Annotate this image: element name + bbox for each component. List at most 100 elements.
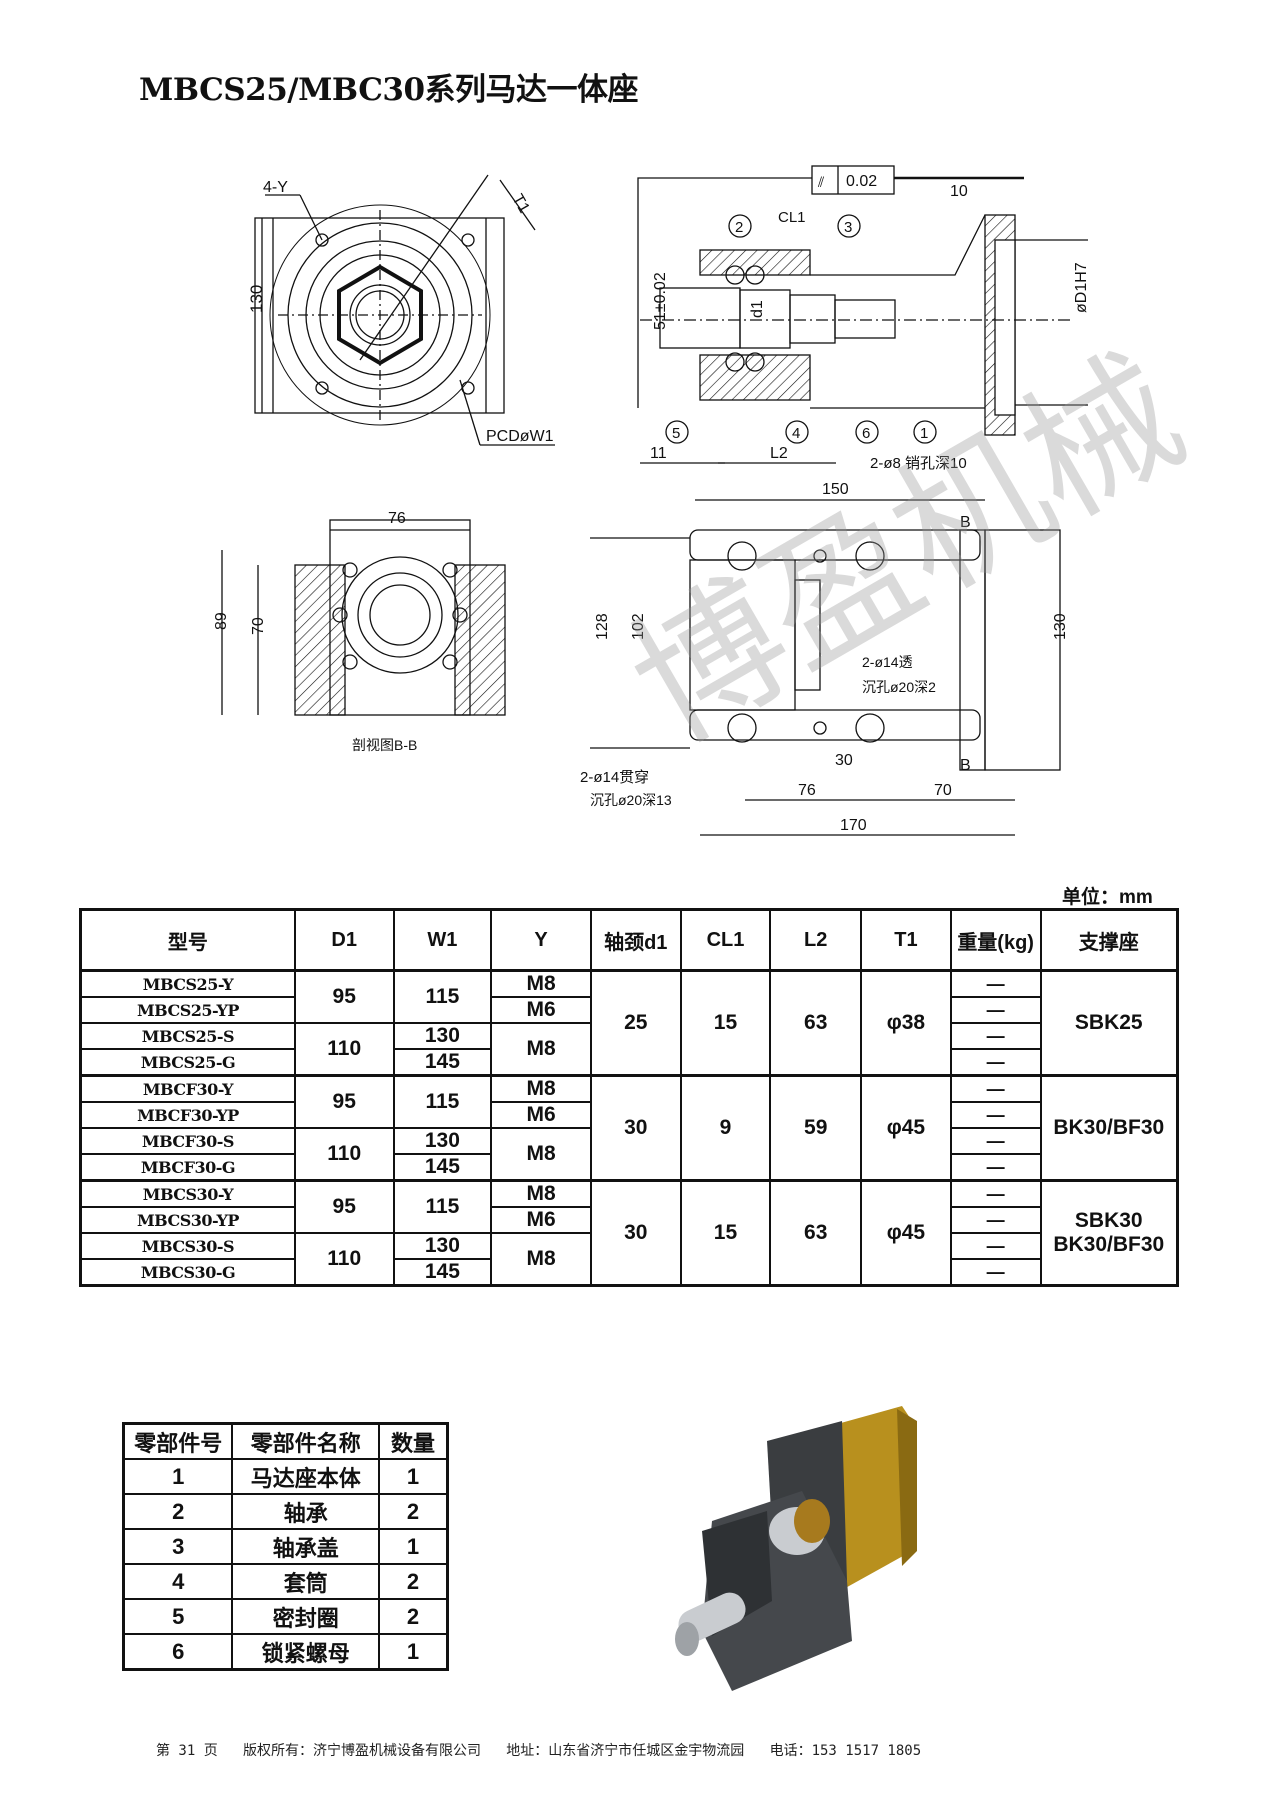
- d1-cell: 110: [293, 1127, 395, 1182]
- header-l2: L2: [769, 908, 863, 972]
- d1-cell: 95: [293, 969, 395, 1024]
- unit-label: 单位：mm: [1062, 887, 1153, 908]
- part-number: 4: [122, 1563, 234, 1600]
- hole2-label: 2-ø14贯穿: [580, 769, 649, 786]
- front-pcd-label: PCDøW1: [486, 428, 554, 445]
- w1-cell: 145: [392, 1048, 493, 1077]
- weight-cell: —: [949, 1127, 1042, 1155]
- model-cell: MBCS25-Y: [79, 969, 296, 998]
- y-cell: M8: [490, 1127, 592, 1182]
- section-width-label: 76: [388, 510, 406, 527]
- front-view: 4-Y T1 130 PCDøW1: [247, 174, 555, 446]
- flatness-icon: ⫽: [817, 174, 825, 190]
- w1-cell: 115: [392, 1074, 493, 1129]
- header-model: 型号: [79, 908, 296, 972]
- w1-cell: 130: [392, 1022, 493, 1050]
- part-quantity: 2: [378, 1598, 449, 1635]
- front-height-label: 130: [247, 285, 266, 313]
- dim-30-label: 30: [835, 752, 853, 769]
- model-cell: MBCS25-S: [79, 1022, 296, 1050]
- side-section-view: ⫽ 0.02 10 øD1H7 CL1 d1 51±0.02 2 3 5 4 6…: [637, 165, 1090, 501]
- part-number: 1: [122, 1458, 234, 1495]
- section-caption: 剖视图B-B: [352, 737, 417, 753]
- w1-cell: 130: [392, 1127, 493, 1155]
- page-footer: 第 31 页 版权所有：济宁博盈机械设备有限公司 地址：山东省济宁市任城区金宇物…: [156, 1743, 922, 1759]
- w1-cell: 115: [392, 1179, 493, 1234]
- support-cell: SBK25: [1039, 969, 1179, 1077]
- header-weight: 重量(kg): [949, 908, 1042, 972]
- section-h70-label: 70: [250, 617, 267, 635]
- shaft-cell: 30: [589, 1179, 682, 1287]
- spec-header-row: 型号 D1 W1 Y 轴颈d1 CL1 L2 T1 重量(kg) 支撑座: [79, 908, 1179, 972]
- part-quantity: 1: [378, 1458, 449, 1495]
- flange-width-label: 10: [950, 183, 968, 200]
- hole2b-label: 沉孔ø20深13: [590, 792, 672, 808]
- parts-header-no: 零部件号: [122, 1422, 234, 1460]
- d1-cell: 95: [293, 1179, 395, 1234]
- center-height-label: 51±0.02: [652, 272, 669, 330]
- model-cell: MBCF30-S: [79, 1127, 296, 1155]
- parts-header-row: 零部件号 零部件名称 数量: [122, 1422, 449, 1460]
- part-name: 密封圈: [231, 1598, 381, 1635]
- top-h128-label: 128: [594, 613, 611, 640]
- part-quantity: 2: [378, 1493, 449, 1530]
- hole1-label: 2-ø14透: [862, 654, 913, 670]
- y-cell: M6: [490, 996, 592, 1024]
- weight-cell: —: [949, 1179, 1042, 1208]
- callout-4: 4: [792, 425, 800, 442]
- part-name: 轴承盖: [231, 1528, 381, 1565]
- tolerance-value: 0.02: [846, 173, 877, 190]
- support-cell: SBK30 BK30/BF30: [1039, 1179, 1179, 1287]
- model-cell: MBCF30-Y: [79, 1074, 296, 1103]
- section-view-bb: 76 89 70 剖视图B-B: [213, 510, 506, 753]
- w1-cell: 130: [392, 1232, 493, 1260]
- part-number: 2: [122, 1493, 234, 1530]
- part-name: 锁紧螺母: [231, 1633, 381, 1671]
- d1-cell: 110: [293, 1232, 395, 1287]
- l2-label: L2: [770, 445, 788, 462]
- header-d1: D1: [293, 908, 395, 972]
- cl1-label: CL1: [778, 209, 806, 226]
- header-shaft: 轴颈d1: [589, 908, 682, 972]
- part-number: 3: [122, 1528, 234, 1565]
- part-name: 马达座本体: [231, 1458, 381, 1495]
- part-name: 轴承: [231, 1493, 381, 1530]
- y-cell: M8: [490, 1074, 592, 1103]
- weight-cell: —: [949, 1022, 1042, 1050]
- table-row: MBCF30-YP M6 —: [79, 1101, 1178, 1129]
- weight-cell: —: [949, 1048, 1042, 1077]
- weight-cell: —: [949, 1101, 1042, 1129]
- d1-cell: 95: [293, 1074, 395, 1129]
- callout-6: 6: [862, 425, 870, 442]
- y-cell: M8: [490, 969, 592, 998]
- model-cell: MBCS25-G: [79, 1048, 296, 1077]
- parts-header-name: 零部件名称: [231, 1422, 381, 1460]
- shaft-cell: 25: [589, 969, 682, 1077]
- l2-cell: 63: [769, 1179, 863, 1287]
- part-quantity: 1: [378, 1633, 449, 1671]
- technical-drawings: 4-Y T1 130 PCDøW1 ⫽ 0.02 10 øD1H7 CL1 d1…: [213, 165, 1090, 836]
- w1-cell: 145: [392, 1258, 493, 1287]
- support-cell: BK30/BF30: [1039, 1074, 1179, 1182]
- header-support: 支撑座: [1039, 908, 1179, 972]
- header-w1: W1: [392, 908, 493, 972]
- bore-label: øD1H7: [1073, 262, 1090, 313]
- model-cell: MBCF30-YP: [79, 1101, 296, 1129]
- part-number: 5: [122, 1598, 234, 1635]
- part-name: 套筒: [231, 1563, 381, 1600]
- y-cell: M6: [490, 1101, 592, 1129]
- length-150-label: 150: [822, 481, 849, 498]
